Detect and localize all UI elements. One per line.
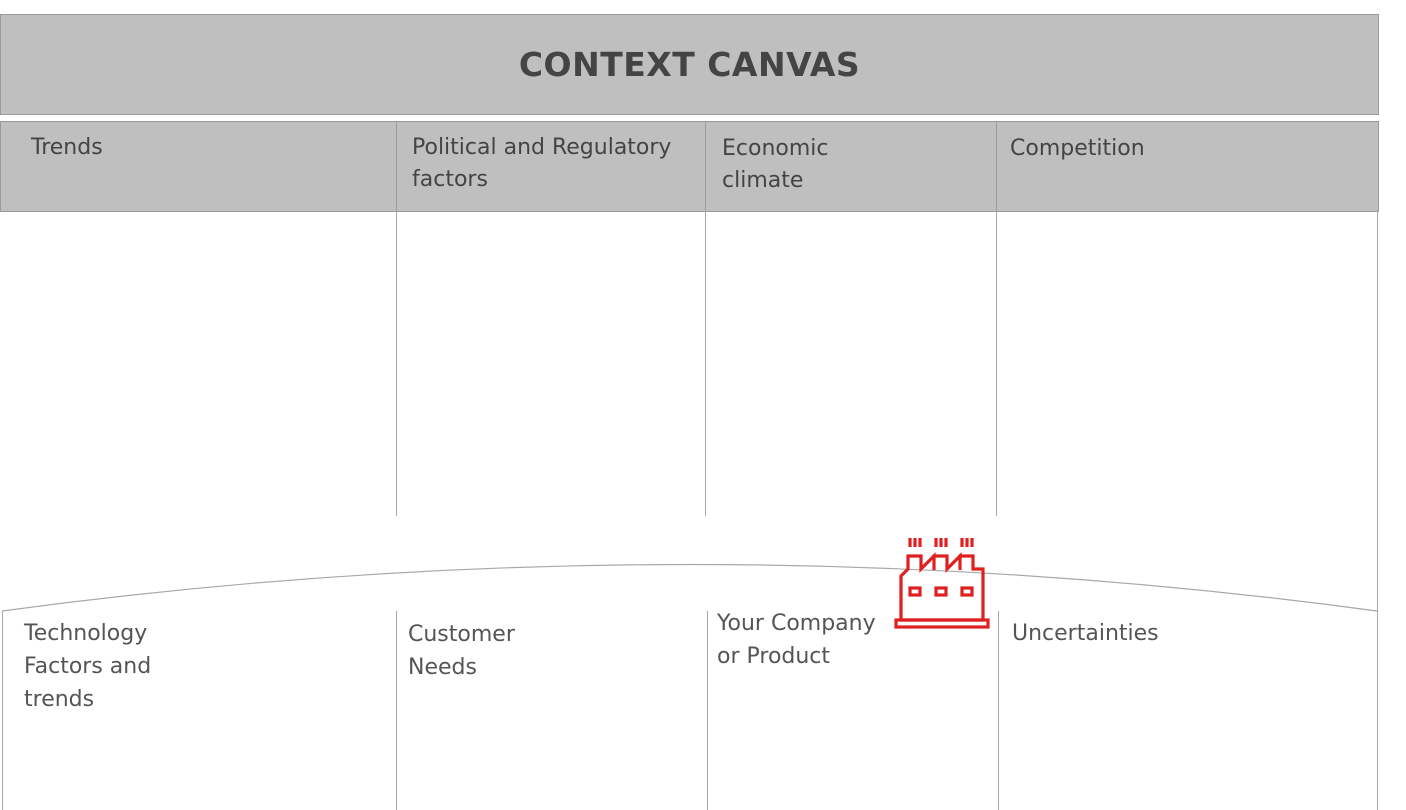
header-economic-line1: Economic xyxy=(722,136,829,161)
header-competition: Competition xyxy=(1010,133,1370,222)
header-political-line2: factors xyxy=(412,167,488,192)
label-technology-line3: trends xyxy=(24,687,95,712)
header-competition-line1: Competition xyxy=(1010,136,1145,161)
header-divider-1 xyxy=(396,121,397,210)
label-technology-line1: Technology xyxy=(24,621,148,646)
header-trends-line1: Trends xyxy=(31,135,103,160)
header-political-line1: Political and Regulatory xyxy=(412,135,672,160)
label-your-company: Your Company or Product xyxy=(717,607,876,673)
factory-icon xyxy=(894,538,990,629)
label-uncertainties: Uncertainties xyxy=(1012,617,1159,650)
label-customer-needs: Customer Needs xyxy=(408,618,515,684)
header-economic-climate: Economic climate xyxy=(722,133,992,222)
label-company-line2: or Product xyxy=(717,644,831,669)
label-uncertainties-line1: Uncertainties xyxy=(1012,621,1159,646)
label-customer-line2: Needs xyxy=(408,655,477,680)
bottom-column-divider-2 xyxy=(707,611,708,810)
label-customer-line1: Customer xyxy=(408,622,515,647)
canvas-title-bar: CONTEXT CANVAS xyxy=(0,14,1379,115)
label-technology-line2: Factors and xyxy=(24,654,152,679)
label-technology: Technology Factors and trends xyxy=(24,617,151,716)
bottom-column-divider-1 xyxy=(396,611,397,810)
top-row-header: Trends Political and Regulatory factors … xyxy=(0,121,1379,212)
header-political-regulatory: Political and Regulatory factors xyxy=(412,132,702,221)
bottom-column-divider-3 xyxy=(998,611,999,810)
header-economic-line2: climate xyxy=(722,168,804,193)
canvas-title: CONTEXT CANVAS xyxy=(518,45,861,84)
label-company-line1: Your Company xyxy=(717,611,876,636)
canvas-right-border xyxy=(1377,210,1378,810)
header-divider-3 xyxy=(996,121,997,210)
top-column-divider-1 xyxy=(396,210,397,516)
header-divider-2 xyxy=(705,121,706,210)
bottom-left-border xyxy=(2,611,3,810)
top-column-divider-2 xyxy=(705,210,706,516)
header-trends: Trends xyxy=(31,132,391,221)
top-column-divider-3 xyxy=(996,210,997,516)
